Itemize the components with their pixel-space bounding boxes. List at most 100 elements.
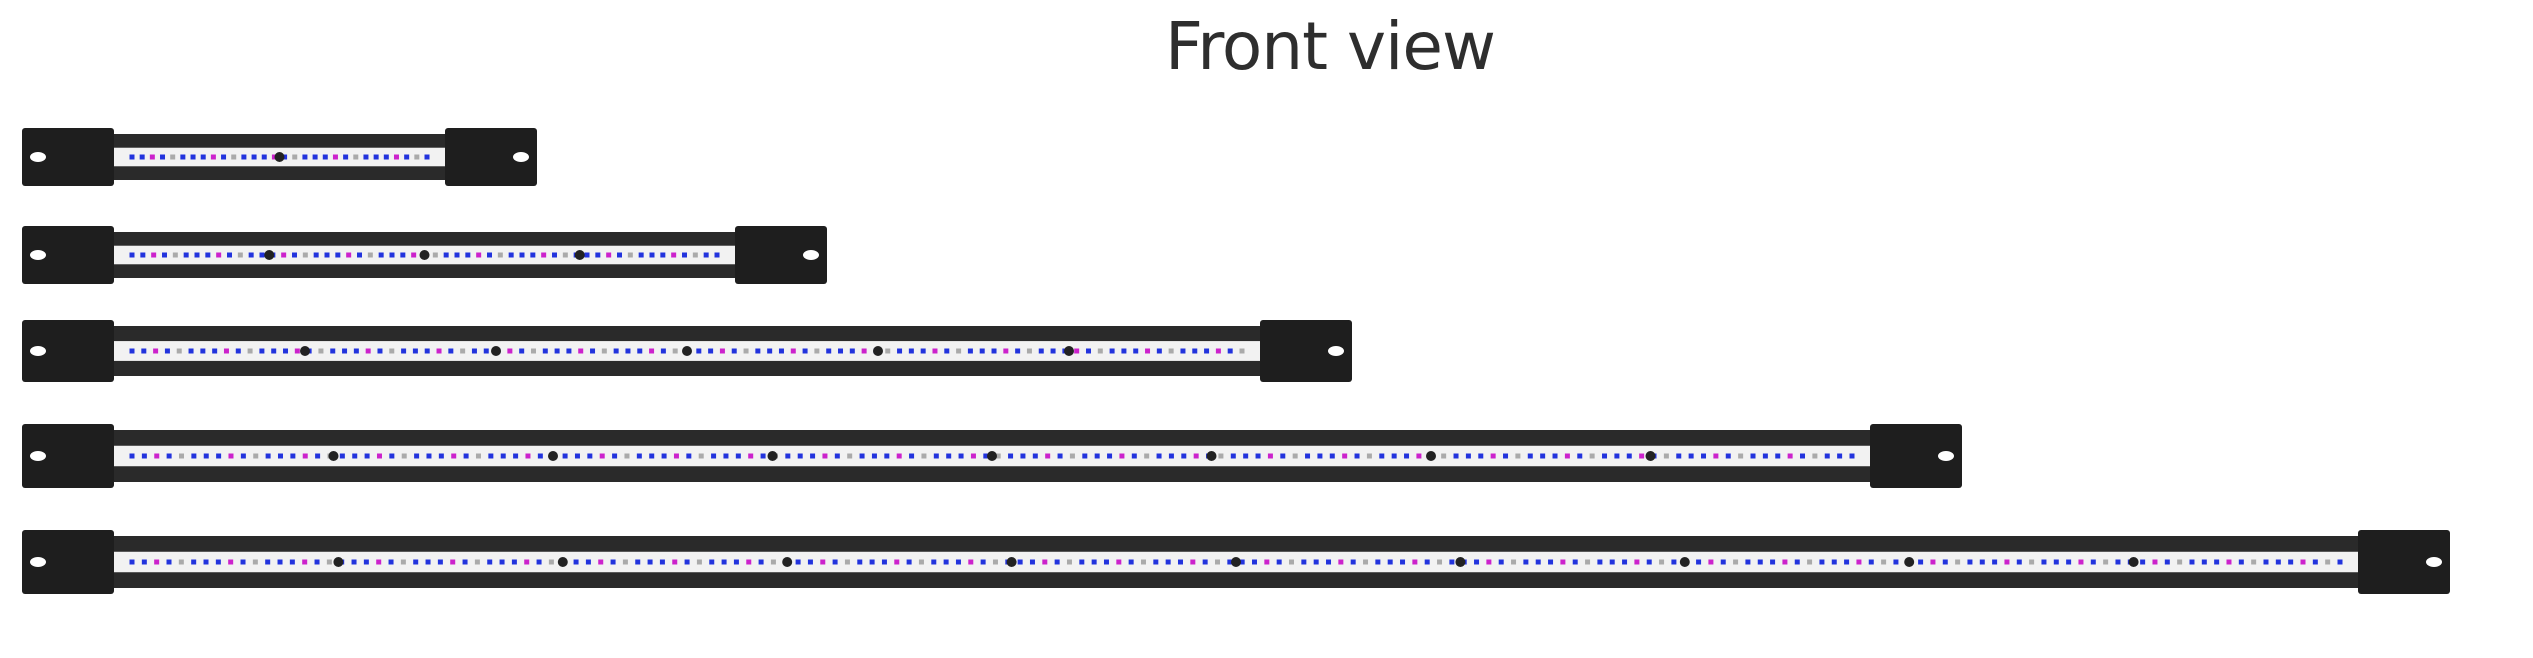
led-dot — [313, 252, 319, 258]
led-dot — [955, 559, 961, 565]
led-dot — [500, 453, 506, 459]
led-dot — [414, 453, 420, 459]
led-dot — [1708, 559, 1714, 565]
led-dot — [1527, 453, 1533, 459]
led-dot — [1720, 559, 1726, 565]
led-dot — [294, 348, 300, 354]
led-dot — [703, 252, 709, 258]
led-dot — [1794, 559, 1800, 565]
mount-hole-left — [30, 557, 46, 567]
led-dot — [1646, 559, 1652, 565]
led-dot — [1800, 453, 1806, 459]
led-dot — [871, 453, 877, 459]
led-dot — [342, 348, 348, 354]
led-dot — [335, 252, 341, 258]
led-dot — [1676, 453, 1682, 459]
led-dot — [259, 252, 265, 258]
led-dot — [844, 559, 850, 565]
led-dot — [1416, 453, 1422, 459]
cluster-mark — [782, 557, 793, 567]
led-dot — [265, 559, 271, 565]
led-dot — [401, 348, 407, 354]
led-dot — [183, 252, 189, 258]
cluster-mark — [682, 346, 692, 356]
led-dot — [475, 453, 481, 459]
end-cap-right — [1870, 424, 1962, 488]
led-dot — [906, 559, 912, 565]
led-dot — [1032, 453, 1038, 459]
led-dot — [1145, 348, 1151, 354]
led-dot — [141, 348, 147, 354]
led-dot — [377, 348, 383, 354]
led-dot — [1831, 559, 1837, 565]
led-dot — [613, 348, 619, 354]
led-dot — [869, 559, 875, 565]
cluster-mark — [1904, 557, 1915, 567]
led-dot — [1091, 559, 1097, 565]
led-dot — [673, 453, 679, 459]
led-dot — [946, 453, 952, 459]
led-dot — [474, 559, 480, 565]
led-dot — [1602, 453, 1608, 459]
cluster-mark — [1231, 557, 1241, 567]
mount-hole-right — [1938, 451, 1954, 461]
led-dot — [373, 154, 379, 160]
led-dot — [378, 252, 384, 258]
led-dot — [1363, 559, 1369, 565]
led-dot — [1366, 453, 1372, 459]
end-cap-left — [22, 424, 114, 488]
led-dot — [1026, 348, 1032, 354]
led-dot — [1597, 559, 1603, 565]
led-dot — [1168, 348, 1174, 354]
led-dot — [365, 348, 371, 354]
led-dot — [290, 453, 296, 459]
led-dot — [682, 252, 687, 258]
led-dot — [574, 453, 580, 459]
led-dot — [330, 348, 336, 354]
led-dot — [1498, 559, 1504, 565]
led-dot — [2288, 559, 2294, 565]
led-dot — [343, 154, 349, 160]
led-dot — [1082, 453, 1088, 459]
led-dot — [438, 453, 444, 459]
led-dot — [511, 559, 517, 565]
led-dot — [154, 559, 160, 565]
view-title: Front view — [1165, 8, 1496, 85]
led-dot — [524, 559, 530, 565]
led-dot — [660, 252, 666, 258]
led-dot — [1008, 453, 1014, 459]
led-dot — [1552, 453, 1558, 459]
led-dot — [364, 453, 370, 459]
mount-hole-left — [30, 152, 46, 162]
led-dot — [436, 348, 442, 354]
cluster-mark — [574, 250, 585, 260]
led-dot — [164, 348, 170, 354]
led-dot — [352, 453, 358, 459]
led-dot — [1050, 348, 1056, 354]
led-dot — [324, 252, 330, 258]
led-dot — [166, 559, 172, 565]
led-dot — [1280, 453, 1286, 459]
led-dot — [661, 453, 667, 459]
led-dot — [2016, 559, 2022, 565]
led-dot — [908, 348, 914, 354]
led-dot — [1230, 453, 1236, 459]
led-dot — [541, 252, 547, 258]
led-dot — [401, 453, 407, 459]
cluster-mark — [557, 557, 568, 567]
led-dot — [1020, 453, 1026, 459]
end-cap-left — [22, 320, 114, 382]
led-dot — [129, 252, 135, 258]
led-dot — [1400, 559, 1406, 565]
led-dot — [647, 559, 653, 565]
led-dot — [1391, 453, 1397, 459]
end-cap-left — [22, 530, 114, 594]
led-dot — [172, 252, 178, 258]
led-dot — [1486, 559, 1492, 565]
led-dot — [1066, 559, 1072, 565]
led-dot — [367, 252, 373, 258]
led-dot — [1824, 453, 1830, 459]
led-dot — [519, 348, 525, 354]
cluster-mark — [328, 451, 339, 461]
